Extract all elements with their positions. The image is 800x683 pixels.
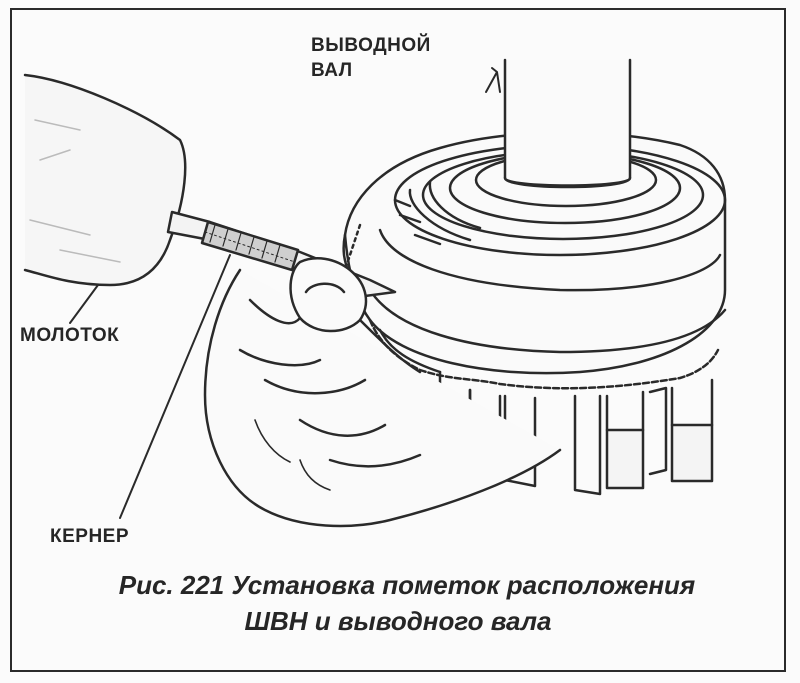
output-shaft — [503, 58, 632, 189]
hammer — [23, 73, 187, 287]
punch-label: КЕРНЕР — [50, 526, 130, 547]
gear-teeth — [438, 370, 714, 496]
output-shaft-leader — [485, 67, 501, 93]
figure-frame — [10, 8, 786, 672]
output-shaft-label-line2: ВАЛ — [311, 60, 353, 81]
hammer-leader — [69, 284, 99, 324]
punch-leader — [119, 254, 231, 519]
figure-caption-line2: ШВН и выводного вала — [244, 606, 552, 636]
output-shaft-label-line1: ВЫВОДНОЙ — [311, 35, 431, 56]
figure-caption-line1: Рис. 221 Установка пометок расположения — [118, 570, 696, 600]
hammer-label: МОЛОТОК — [20, 325, 120, 346]
hand — [203, 257, 562, 528]
